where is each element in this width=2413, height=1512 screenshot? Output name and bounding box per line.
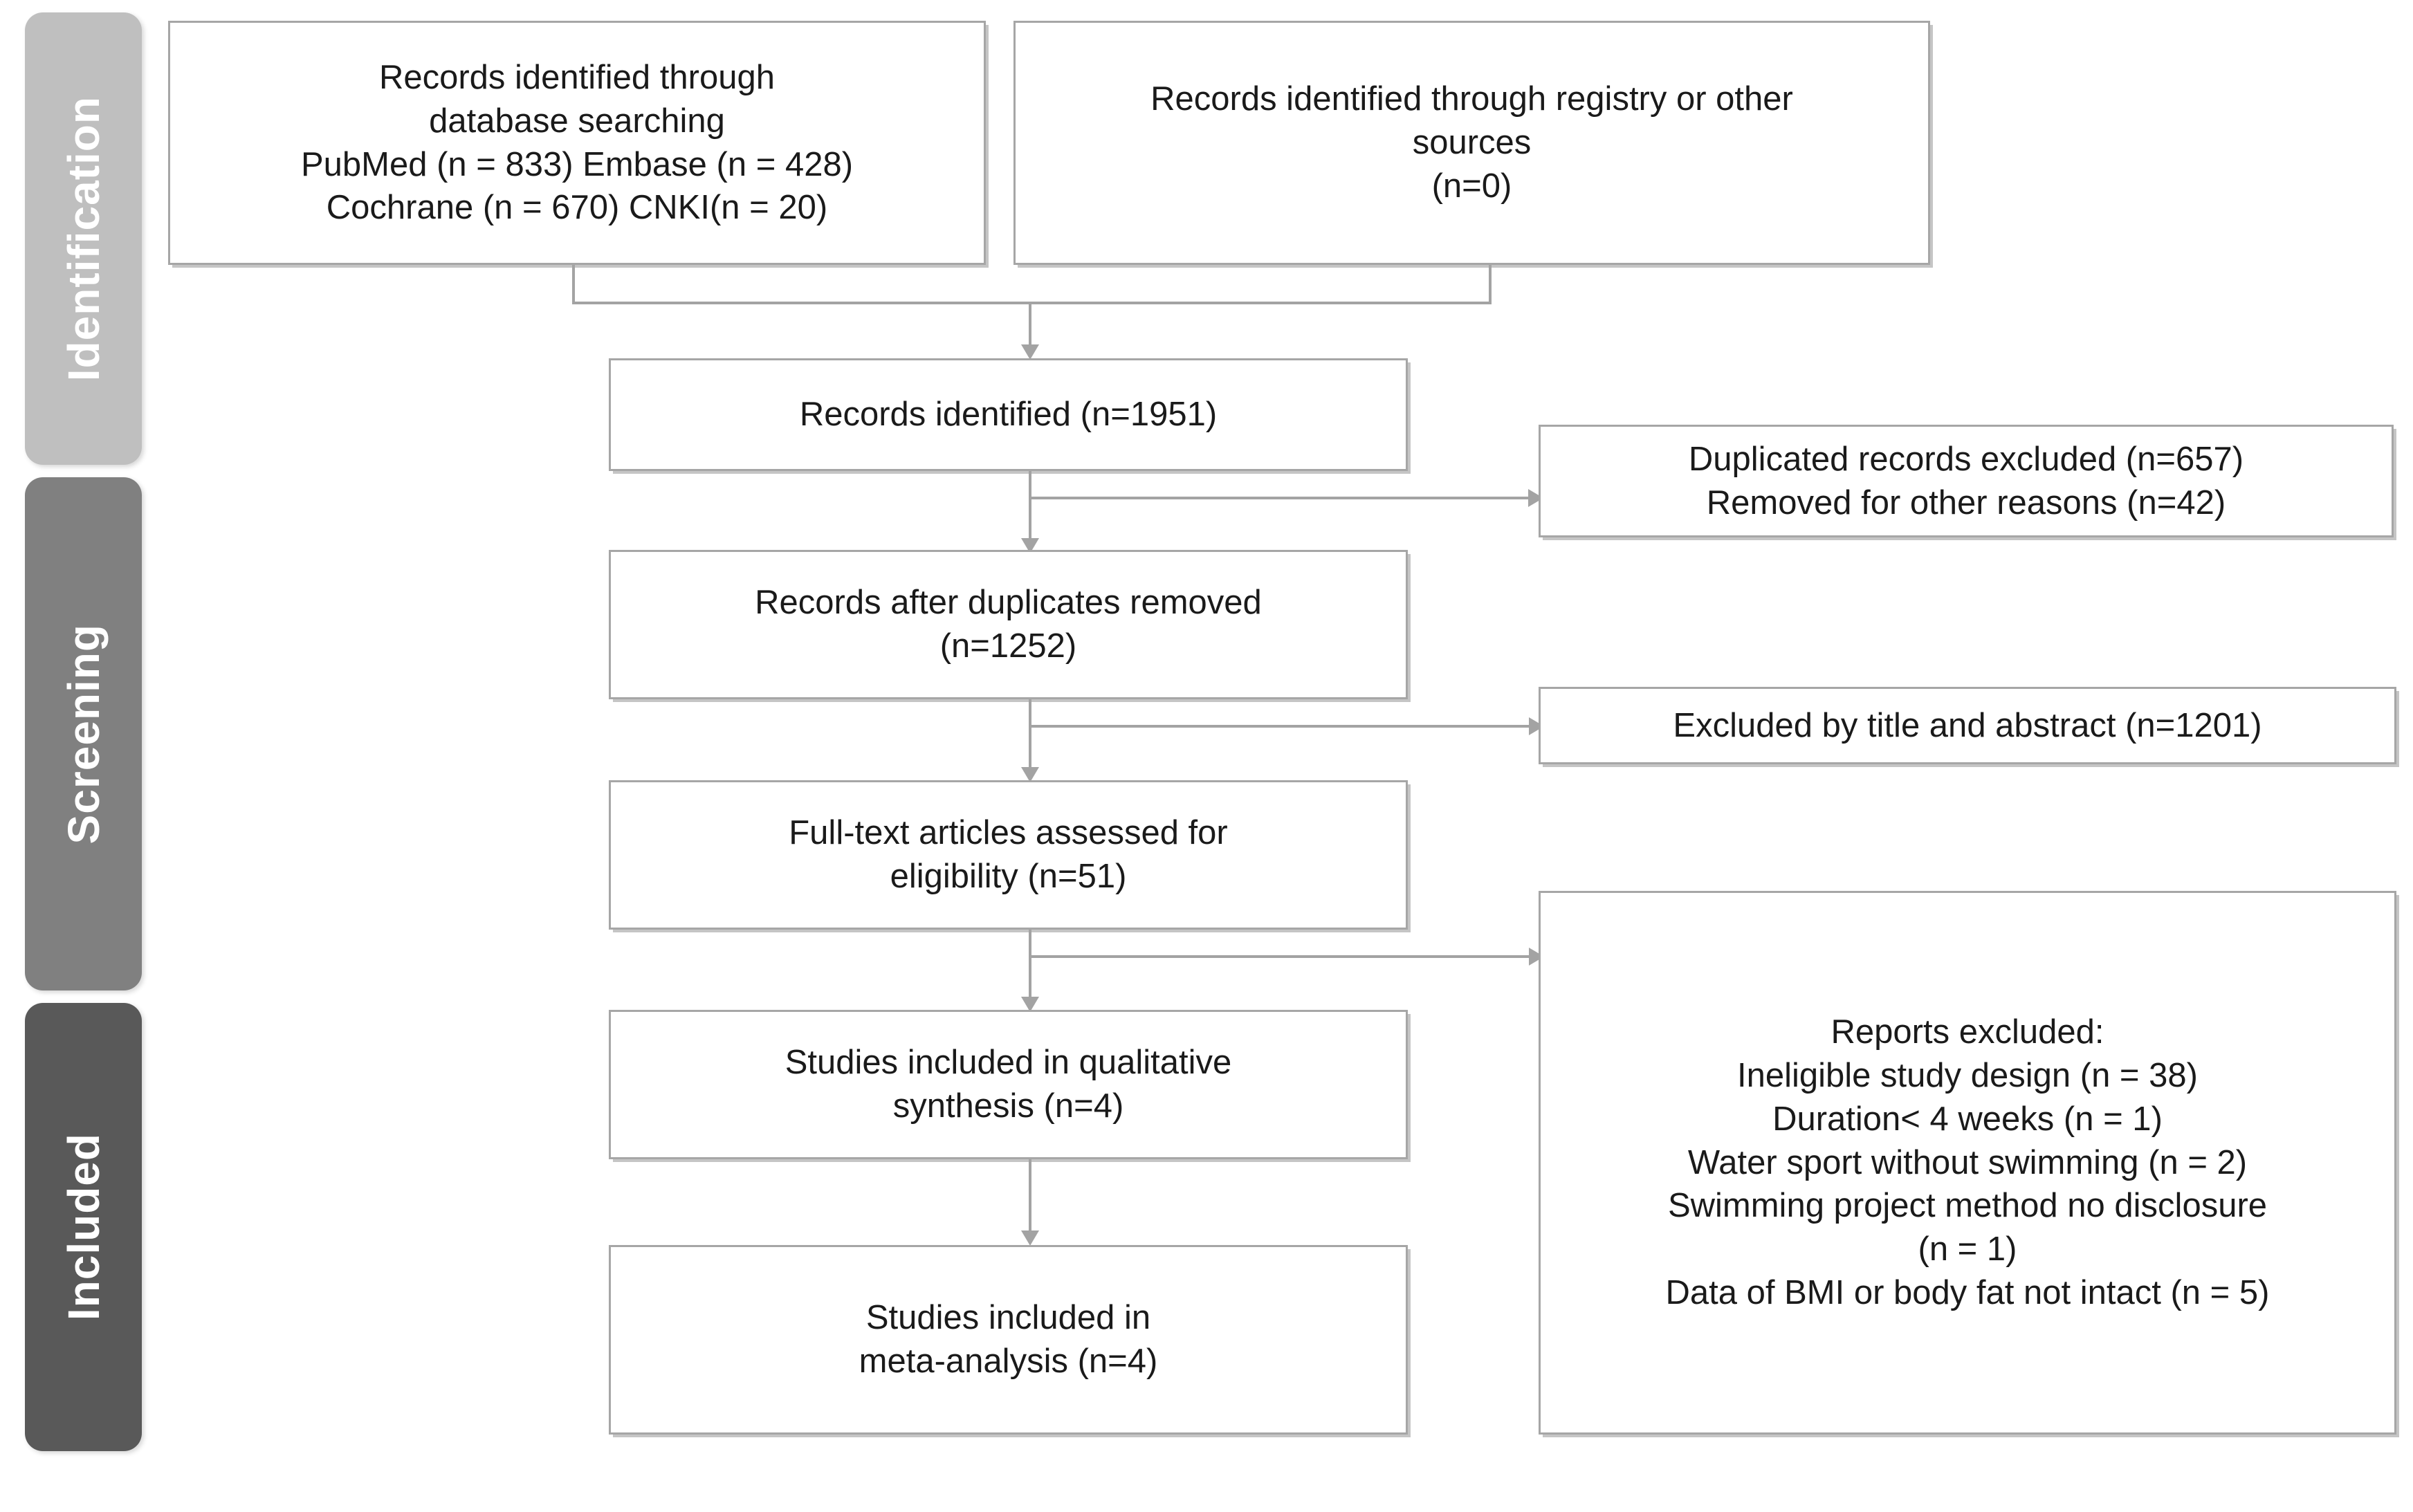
box-qualitative-synthesis: Studies included in qualitative synthesi…: [609, 1010, 1408, 1159]
stage-band-screening: Screening: [25, 477, 142, 990]
box-reports-excluded-text: Reports excluded: Ineligible study desig…: [1665, 1013, 2270, 1311]
box-fulltext-assessed-text: Full-text articles assessed for eligibil…: [789, 814, 1228, 895]
connector-to-reports-excluded: [1030, 955, 1530, 958]
box-after-duplicates: Records after duplicates removed (n=1252…: [609, 550, 1408, 699]
box-records-identified-text: Records identified (n=1951): [799, 396, 1218, 434]
box-database-search: Records identified through database sear…: [168, 21, 986, 265]
box-records-identified: Records identified (n=1951): [609, 358, 1408, 471]
connector-fulltext-to-qualitative: [1029, 930, 1031, 1002]
arrowhead-to-qualitative: [1021, 997, 1039, 1012]
stage-band-included: Included: [25, 1003, 142, 1451]
box-excluded-title-abstract: Excluded by title and abstract (n=1201): [1539, 687, 2396, 764]
box-meta-analysis-text: Studies included in meta-analysis (n=4): [859, 1299, 1158, 1380]
box-fulltext-assessed: Full-text articles assessed for eligibil…: [609, 780, 1408, 930]
stage-band-identification-label: Identification: [58, 95, 109, 382]
connector-qualitative-to-meta: [1029, 1159, 1031, 1235]
box-registry-sources: Records identified through registry or o…: [1013, 21, 1930, 265]
connector-records-to-after-duplicates: [1029, 471, 1031, 543]
stage-band-identification: Identification: [25, 12, 142, 465]
box-duplicates-excluded-text: Duplicated records excluded (n=657) Remo…: [1688, 440, 2244, 522]
box-reports-excluded: Reports excluded: Ineligible study desig…: [1539, 891, 2396, 1435]
arrowhead-to-fulltext: [1021, 767, 1039, 782]
box-meta-analysis: Studies included in meta-analysis (n=4): [609, 1245, 1408, 1435]
box-registry-sources-text: Records identified through registry or o…: [1150, 80, 1793, 205]
box-excluded-title-abstract-text: Excluded by title and abstract (n=1201): [1673, 706, 2262, 744]
connector-to-excluded-title-abstract: [1030, 725, 1530, 728]
box-database-search-text: Records identified through database sear…: [300, 59, 854, 227]
stage-band-screening-label: Screening: [58, 623, 109, 845]
arrowhead-to-records-identified: [1021, 344, 1039, 360]
connector-to-duplicates-excluded: [1030, 497, 1530, 499]
connector-registry-sources-stub: [1489, 265, 1492, 304]
arrowhead-to-meta-analysis: [1021, 1230, 1039, 1246]
arrowhead-to-after-duplicates: [1021, 538, 1039, 553]
connector-sources-join: [572, 302, 1492, 304]
connector-to-records-identified: [1029, 302, 1031, 349]
connector-database-search-stub: [572, 265, 575, 304]
box-qualitative-synthesis-text: Studies included in qualitative synthesi…: [785, 1044, 1232, 1125]
stage-band-included-label: Included: [58, 1133, 109, 1321]
connector-after-duplicates-to-fulltext: [1029, 699, 1031, 772]
box-duplicates-excluded: Duplicated records excluded (n=657) Remo…: [1539, 425, 2394, 537]
box-after-duplicates-text: Records after duplicates removed (n=1252…: [755, 584, 1262, 665]
